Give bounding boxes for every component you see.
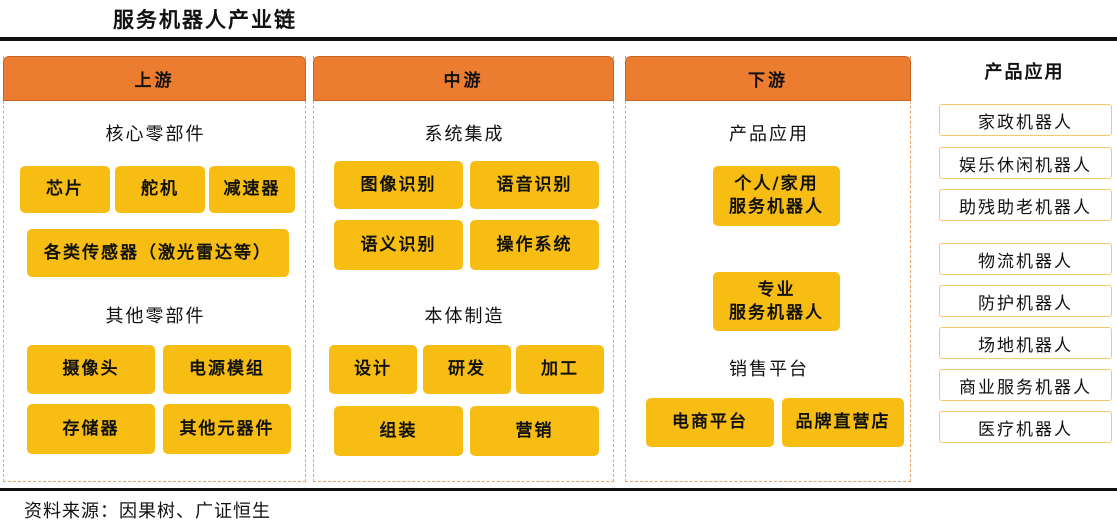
professional-service-robot-line1: 专业 [757, 279, 796, 300]
logistics-robot-item: 物流机器人 [939, 243, 1112, 275]
body-manufacturing-label: 本体制造 [424, 306, 505, 327]
downstream-column: 下游 产品应用 个人/家用 服务机器人 专业 服务机器人 销售平台 电商平台 品… [625, 56, 911, 482]
housekeeping-robot-item: 家政机器人 [939, 104, 1112, 136]
personal-service-robot-line2: 服务机器人 [729, 197, 824, 217]
professional-service-robot-line2: 服务机器人 [729, 302, 824, 323]
sales-platform-label: 销售平台 [729, 359, 809, 380]
midstream-column: 中游 系统集成 图像识别 语音识别 语义识别 操作系统 本体制造 设计 研发 加… [313, 56, 614, 482]
power-module-item: 电源模组 [163, 345, 291, 394]
personal-service-robot-item: 个人/家用 服务机器人 [713, 166, 840, 226]
camera-item: 摄像头 [27, 345, 155, 394]
entertainment-robot-item: 娱乐休闲机器人 [939, 147, 1112, 179]
medical-robot-item: 医疗机器人 [939, 411, 1112, 443]
servo-item: 舵机 [115, 166, 205, 213]
semantic-recognition-item: 语义识别 [334, 220, 463, 270]
assistive-robot-item: 助残助老机器人 [939, 189, 1112, 221]
chip-item: 芯片 [20, 166, 110, 213]
rnd-item: 研发 [423, 345, 511, 394]
image-recognition-item: 图像识别 [334, 161, 463, 209]
commercial-service-robot-item: 商业服务机器人 [939, 369, 1112, 401]
source-note: 资料来源：因果树、广证恒生 [24, 501, 271, 522]
midstream-header: 中游 [313, 56, 614, 101]
system-integration-label: 系统集成 [424, 124, 505, 145]
ecommerce-platform-item: 电商平台 [646, 398, 774, 447]
top-rule [0, 37, 1117, 41]
storage-item: 存储器 [27, 404, 155, 454]
downstream-header: 下游 [625, 56, 911, 101]
bottom-rule [0, 488, 1117, 491]
other-components-item: 其他元器件 [163, 404, 291, 454]
core-parts-label: 核心零部件 [105, 124, 206, 145]
assembly-item: 组装 [334, 406, 463, 456]
operating-system-item: 操作系统 [470, 220, 599, 270]
processing-item: 加工 [516, 345, 604, 394]
upstream-header: 上游 [3, 56, 306, 101]
reducer-item: 减速器 [209, 166, 295, 213]
design-item: 设计 [329, 345, 417, 394]
personal-service-robot-line1: 个人/家用 [734, 174, 819, 194]
other-parts-label: 其他零部件 [105, 306, 206, 327]
speech-recognition-item: 语音识别 [470, 161, 599, 209]
brand-store-item: 品牌直营店 [782, 398, 904, 447]
applications-header: 产品应用 [984, 62, 1065, 83]
page-title: 服务机器人产业链 [113, 7, 297, 32]
venue-robot-item: 场地机器人 [939, 327, 1112, 359]
professional-service-robot-item: 专业 服务机器人 [713, 272, 840, 331]
upstream-column: 上游 核心零部件 芯片 舵机 减速器 各类传感器（激光雷达等） 其他零部件 摄像… [3, 56, 306, 482]
product-application-label: 产品应用 [729, 124, 809, 145]
sensors-item: 各类传感器（激光雷达等） [27, 229, 289, 277]
protection-robot-item: 防护机器人 [939, 285, 1112, 317]
marketing-item: 营销 [470, 406, 599, 456]
